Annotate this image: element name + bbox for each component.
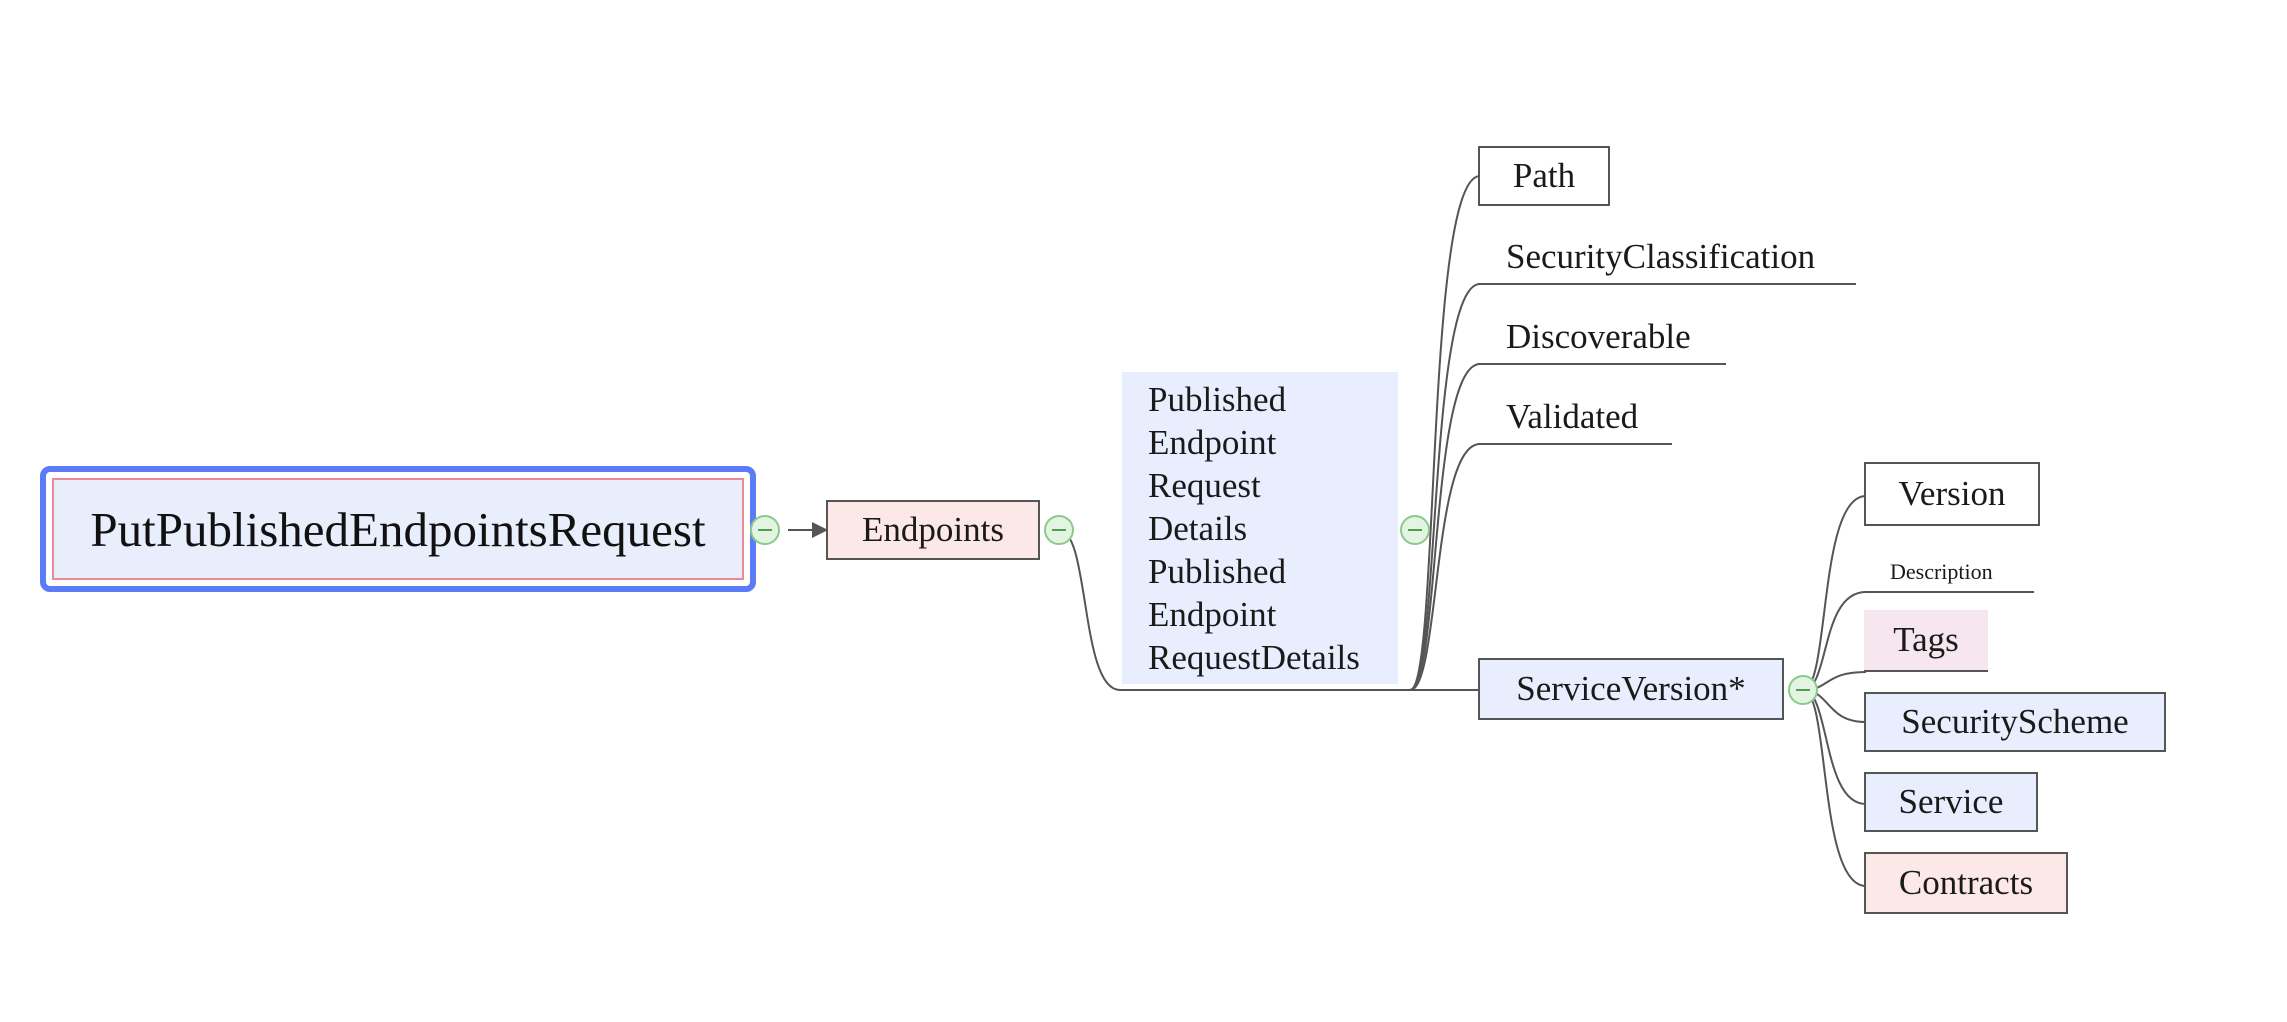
node-endpoints[interactable]: Endpoints — [826, 500, 1040, 560]
node-security-scheme-label: SecurityScheme — [1901, 702, 2129, 741]
node-description-label: Description — [1890, 559, 1993, 584]
arrow-head-icon — [812, 522, 828, 538]
node-version-label: Version — [1898, 474, 2006, 513]
node-validated-label: Validated — [1506, 397, 1639, 436]
connector-details-path — [1409, 175, 1481, 691]
connector-sv-contracts — [1802, 689, 1867, 887]
details-line: Request — [1148, 465, 1261, 505]
node-service-version-label: ServiceVersion* — [1516, 669, 1746, 708]
details-line: Published — [1148, 551, 1287, 591]
connector-details-security-classification — [1409, 283, 1481, 691]
connector-sv-description — [1802, 591, 1867, 691]
node-contracts[interactable]: Contracts — [1864, 852, 2068, 914]
collapse-toggle-details[interactable] — [1400, 515, 1430, 545]
collapse-toggle-endpoints[interactable] — [1044, 515, 1074, 545]
details-line: RequestDetails — [1148, 637, 1360, 677]
node-tags-label: Tags — [1893, 620, 1959, 659]
node-service-label: Service — [1898, 782, 2004, 821]
node-tags[interactable]: Tags — [1864, 610, 1988, 672]
collapse-toggle-service-version[interactable] — [1788, 675, 1818, 705]
node-path-label: Path — [1512, 156, 1576, 195]
details-line: Details — [1148, 508, 1248, 548]
root-node-label: PutPublishedEndpointsRequest — [52, 478, 744, 580]
node-validated[interactable]: Validated — [1478, 390, 1672, 445]
node-security-classification[interactable]: SecurityClassification — [1478, 230, 1856, 285]
node-description[interactable]: Description — [1864, 546, 2034, 593]
node-endpoints-label: Endpoints — [862, 510, 1004, 549]
details-line: Endpoint — [1148, 594, 1277, 634]
node-service[interactable]: Service — [1864, 772, 2038, 832]
node-contracts-label: Contracts — [1898, 863, 2034, 902]
node-discoverable-label: Discoverable — [1506, 317, 1691, 356]
node-security-scheme[interactable]: SecurityScheme — [1864, 692, 2166, 752]
node-security-classification-label: SecurityClassification — [1506, 237, 1816, 276]
collapse-toggle-root[interactable] — [750, 515, 780, 545]
root-node[interactable]: PutPublishedEndpointsRequest — [40, 466, 756, 592]
node-discoverable[interactable]: Discoverable — [1478, 310, 1726, 365]
details-line: Published — [1148, 379, 1287, 419]
node-published-endpoint-request-details[interactable]: Published Endpoint Request Details Publi… — [1122, 372, 1398, 684]
node-version[interactable]: Version — [1864, 462, 2040, 526]
node-path[interactable]: Path — [1478, 146, 1610, 206]
details-line: Endpoint — [1148, 422, 1277, 462]
connector-details-discoverable — [1409, 363, 1481, 691]
connector-details-validated — [1409, 443, 1481, 691]
node-service-version[interactable]: ServiceVersion* — [1478, 658, 1784, 720]
connector-sv-service — [1802, 689, 1867, 805]
